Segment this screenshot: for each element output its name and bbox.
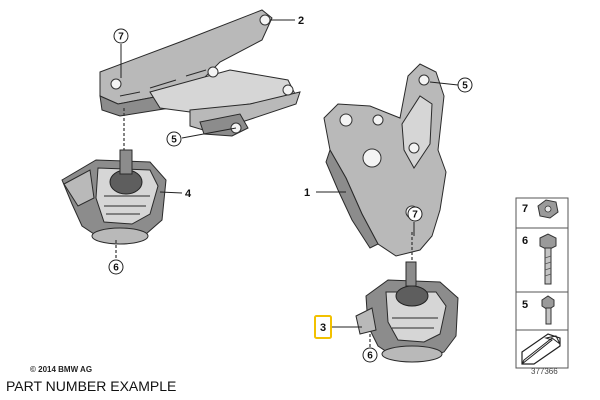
callout-1[interactable]: 1 [304, 187, 310, 199]
callout-4[interactable]: 4 [185, 188, 192, 200]
callout-4-label: 4 [185, 188, 192, 200]
callout-2[interactable]: 2 [298, 15, 304, 27]
page-caption: PART NUMBER EXAMPLE [6, 378, 177, 394]
leader-line-5-left [181, 127, 237, 139]
leader-line-5-right [429, 81, 459, 86]
engine-mount-part-3 [355, 261, 459, 363]
bracket-part-1 [323, 63, 447, 257]
callout-5-left-label: 5 [171, 135, 177, 146]
copyright-notice: © 2014 BMW AG [30, 365, 93, 374]
callout-7-mid[interactable]: 7 [407, 206, 423, 222]
callout-6-left[interactable]: 6 [108, 259, 124, 275]
bracket-part-2 [99, 9, 301, 137]
callout-6-right[interactable]: 6 [362, 347, 378, 363]
legend-number-7: 7 [522, 203, 528, 215]
engine-mount-part-4 [61, 149, 167, 245]
callout-7-mid-label: 7 [412, 210, 418, 221]
callout-6-left-label: 6 [113, 263, 119, 274]
short-bolt-icon [541, 295, 555, 325]
callout-5-right[interactable]: 5 [457, 77, 473, 93]
fastener-legend: 7 6 5 [515, 197, 569, 369]
hex-bolt-icon [539, 233, 557, 285]
callout-2-label: 2 [298, 15, 304, 27]
callout-6-right-label: 6 [367, 351, 373, 362]
callout-1-label: 1 [304, 187, 310, 199]
leader-line-4 [159, 191, 183, 194]
callout-7-top[interactable]: 7 [113, 28, 129, 44]
callout-3-label: 3 [320, 322, 326, 334]
front-arrow-icon [521, 333, 561, 365]
callout-3-highlighted[interactable]: 3 [314, 315, 332, 339]
hex-nut-icon [537, 199, 559, 219]
diagram-id: 377366 [531, 367, 558, 376]
callout-7-top-label: 7 [118, 32, 124, 43]
callout-5-left[interactable]: 5 [166, 131, 182, 147]
legend-number-5: 5 [522, 299, 528, 311]
callout-5-right-label: 5 [462, 81, 468, 92]
legend-number-6: 6 [522, 235, 528, 247]
